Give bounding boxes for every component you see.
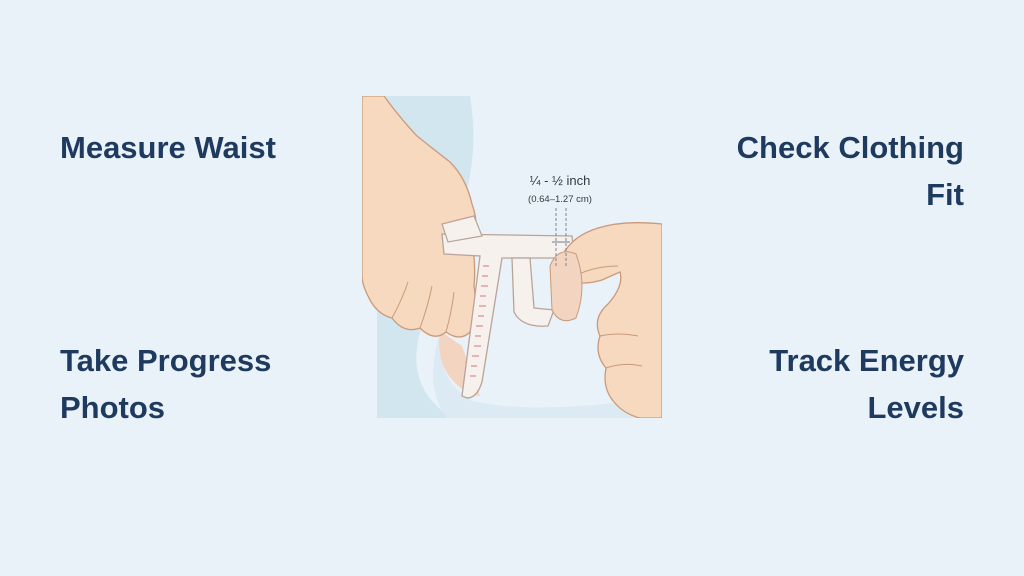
measure-label: ¼ - ½ inch <box>530 173 591 188</box>
skinfold-caliper-illustration: ¼ - ½ inch (0.64–1.27 cm) <box>362 96 662 418</box>
measure-sublabel: (0.64–1.27 cm) <box>528 194 592 205</box>
check-clothing-fit-label: Check Clothing Fit <box>736 130 964 212</box>
caliper-jaw <box>511 257 555 327</box>
skin-fold <box>549 251 583 322</box>
measure-waist-label: Measure Waist <box>60 130 276 165</box>
track-energy-levels-label: Track Energy Levels <box>769 343 964 425</box>
take-progress-photos-label: Take Progress Photos <box>60 343 272 425</box>
caliper-trigger <box>441 215 483 243</box>
caliper-arm <box>441 233 575 399</box>
right-hand <box>560 222 662 418</box>
